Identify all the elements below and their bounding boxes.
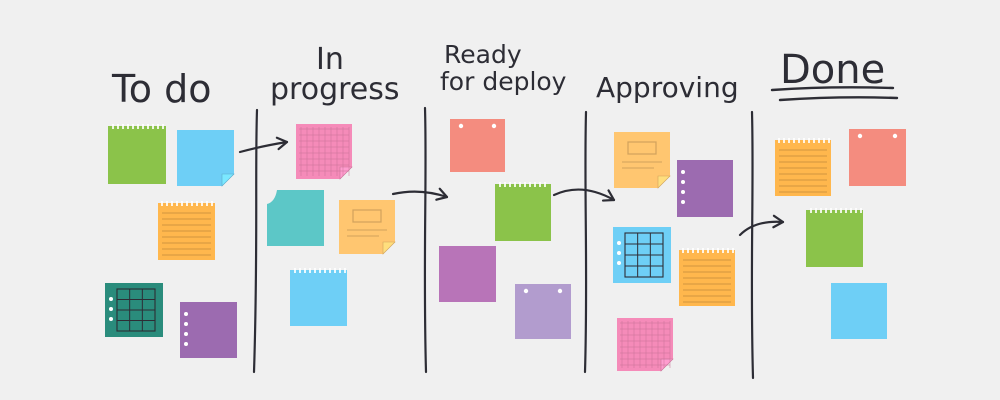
arrow-2 [391,187,449,201]
column-title-in-progress: In progress [270,45,400,105]
sticky-note-approving-1 [614,132,671,189]
arrow-4 [738,214,785,237]
sticky-note-in-progress-2 [267,190,324,246]
column-divider-3 [583,110,588,374]
column-divider-1 [252,108,259,374]
column-title-todo: To do [112,70,211,108]
sticky-note-done-2 [849,129,906,186]
column-title-in-progress-line-1: In [316,42,344,77]
column-divider-4 [750,110,755,380]
sticky-note-approving-5 [617,318,674,372]
sticky-note-todo-1 [108,124,166,184]
column-title-in-progress-line-2: progress [270,72,400,107]
column-divider-2 [423,106,428,374]
arrow-1 [238,136,289,154]
sticky-note-ready-2 [495,182,551,241]
column-title-ready: Ready for deploy [440,42,566,94]
done-underline-1 [770,86,895,92]
column-title-ready-line-1: Ready [444,40,522,69]
column-title-done-text: Done [780,47,886,93]
sticky-note-done-3 [806,208,863,267]
sticky-note-in-progress-3 [339,200,396,255]
sticky-note-ready-1 [450,119,505,172]
arrow-3 [552,188,616,202]
column-title-approving-text: Approving [596,71,739,104]
sticky-note-todo-5 [180,302,237,358]
sticky-note-approving-3 [613,227,671,283]
column-title-approving: Approving [596,74,739,102]
column-title-done: Done [780,50,885,90]
sticky-note-todo-2 [177,130,235,187]
column-title-todo-text: To do [112,67,212,111]
sticky-note-in-progress-4 [290,268,347,326]
sticky-note-todo-4 [105,283,163,337]
sticky-note-approving-4 [679,248,735,306]
sticky-note-done-1 [775,138,831,196]
done-underline-2 [778,96,899,102]
sticky-note-in-progress-1 [296,124,353,180]
sticky-note-done-4 [831,283,887,339]
column-title-ready-line-2: for deploy [440,67,567,96]
sticky-note-ready-4 [515,284,571,339]
sticky-note-todo-3 [158,201,215,260]
sticky-note-ready-3 [439,246,496,302]
sticky-note-approving-2 [677,160,733,217]
